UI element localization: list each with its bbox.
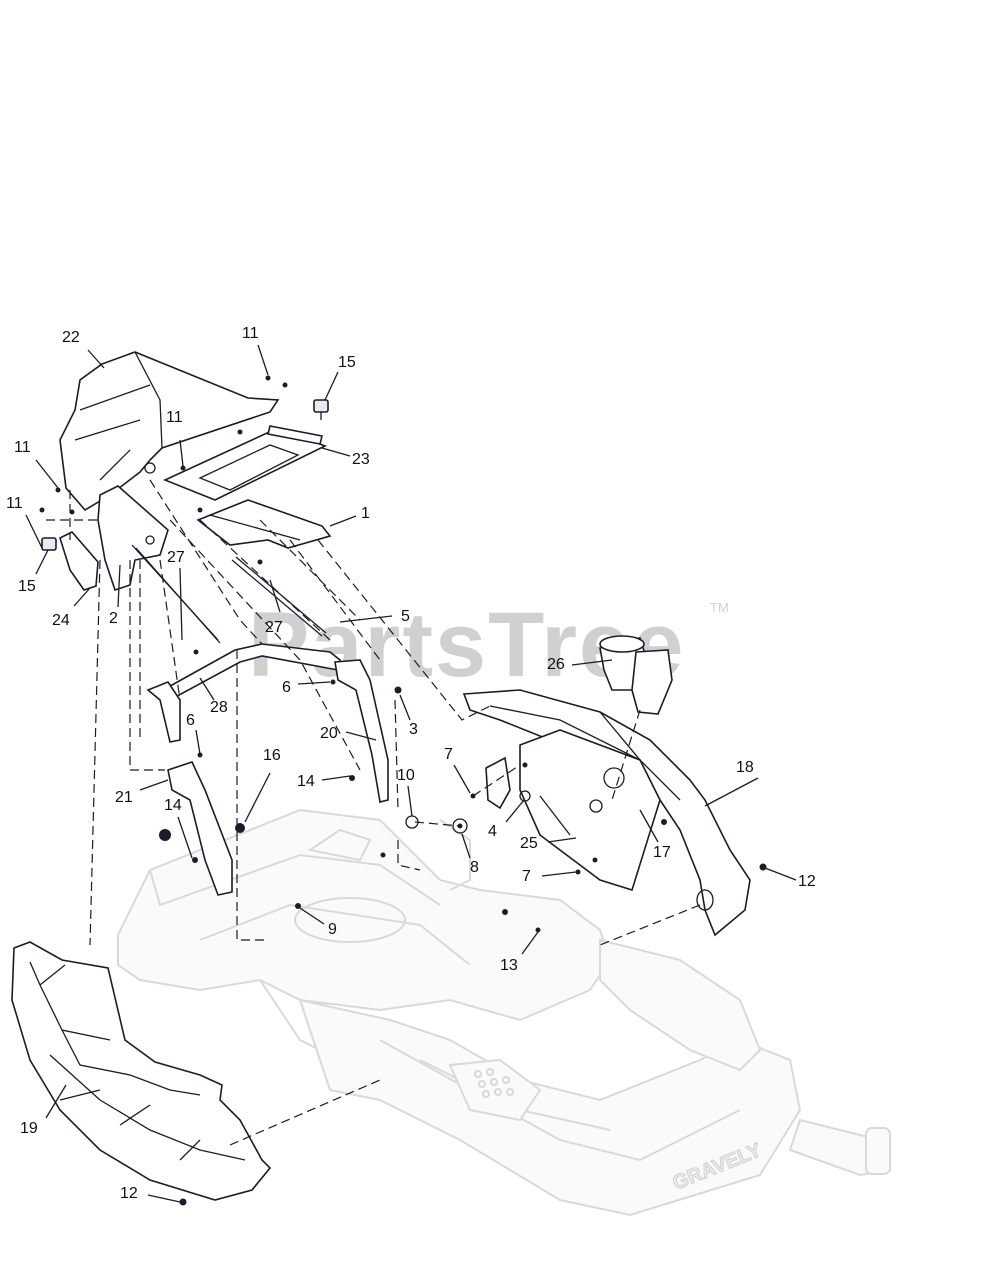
- callout-27: 27: [265, 619, 283, 636]
- callout-11: 11: [166, 409, 183, 426]
- callout-10: 10: [397, 767, 415, 784]
- callout-7: 7: [444, 746, 453, 763]
- callout-3: 3: [409, 721, 418, 738]
- callout-24: 24: [52, 612, 70, 629]
- part-4-bracket: [485, 756, 531, 810]
- callout-27: 27: [167, 549, 185, 566]
- hardware-fasteners: [39, 375, 767, 1206]
- callout-22: 22: [62, 329, 80, 346]
- part-19-front-cover: [11, 941, 272, 1201]
- callout-12: 12: [798, 873, 816, 890]
- callout-25: 25: [520, 835, 538, 852]
- callout-7: 7: [522, 868, 531, 885]
- callout-28: 28: [210, 699, 228, 716]
- part-2-side-bracket: [97, 485, 169, 592]
- callout-17: 17: [653, 844, 671, 861]
- callout-6: 6: [282, 679, 291, 696]
- part-21-upright: [146, 681, 233, 896]
- callout-16: 16: [263, 747, 281, 764]
- callout-numbers: 22 11 15 11 23 11 11 1 15 24 2 27 27 5 2…: [6, 325, 816, 1202]
- callout-8: 8: [470, 859, 479, 876]
- part-27-rods: [131, 544, 327, 644]
- callout-14: 14: [297, 773, 315, 790]
- callout-21: 21: [115, 789, 133, 806]
- callout-14: 14: [164, 797, 182, 814]
- part-24-bracket: [59, 531, 99, 591]
- callout-20: 20: [320, 725, 338, 742]
- callout-12: 12: [120, 1185, 138, 1202]
- callout-9: 9: [328, 921, 337, 938]
- part-22-console-shroud: [59, 351, 280, 512]
- part-26-cup-holder: [599, 635, 673, 715]
- callout-2: 2: [109, 610, 118, 627]
- callout-23: 23: [352, 451, 370, 468]
- callout-4: 4: [488, 823, 497, 840]
- callout-11: 11: [14, 439, 31, 456]
- callout-19: 19: [20, 1120, 38, 1137]
- callout-15: 15: [18, 578, 36, 595]
- callout-15: 15: [338, 354, 356, 371]
- mower-frame: GRAVELY: [117, 808, 892, 1217]
- callout-11: 11: [6, 495, 23, 512]
- callout-18: 18: [736, 759, 754, 776]
- callout-5: 5: [401, 608, 410, 625]
- callout-11: 11: [242, 325, 259, 342]
- callout-26: 26: [547, 656, 565, 673]
- part-25-panel: [519, 729, 661, 892]
- callout-1: 1: [361, 505, 370, 522]
- part-20-upright: [334, 659, 389, 803]
- part-15-switch: [41, 399, 329, 551]
- assembly-dashed-lines: [46, 479, 701, 1146]
- watermark-trademark: TM: [710, 600, 729, 615]
- frame-step-holes: [474, 1068, 514, 1098]
- leader-lines: [25, 344, 797, 1203]
- callout-6: 6: [186, 712, 195, 729]
- part-23-plate: [162, 425, 328, 501]
- callout-13: 13: [500, 957, 518, 974]
